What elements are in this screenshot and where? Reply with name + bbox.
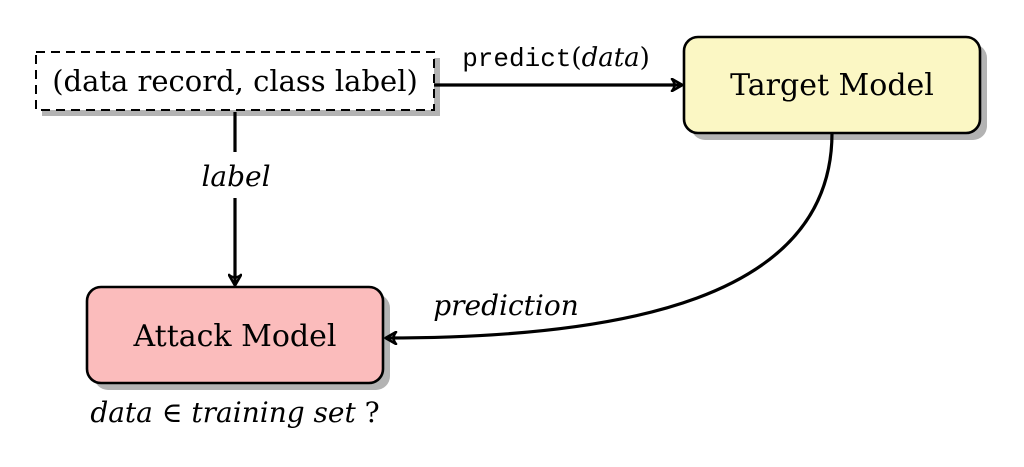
question-data: data xyxy=(90,396,153,429)
attack-model-label: Attack Model xyxy=(133,319,337,354)
predict-argument: data xyxy=(582,43,640,73)
input-node-box xyxy=(35,51,435,111)
attack-model-box xyxy=(85,285,385,385)
predict-function-name: predict xyxy=(462,44,571,74)
attack-model-node: Attack Model xyxy=(85,285,390,390)
prediction-edge xyxy=(386,132,834,338)
element-of-symbol: ∈ xyxy=(162,396,183,429)
predict-edge-label: predict(data) xyxy=(462,43,650,74)
question-mark: ? xyxy=(365,396,380,429)
target-model-node: Target Model xyxy=(682,35,987,140)
question-training-set: training set xyxy=(191,396,356,429)
input-node-label: (data record, class label) xyxy=(52,64,418,98)
predict-paren-close: ) xyxy=(640,43,650,73)
label-edge-label: label xyxy=(201,160,270,193)
predict-paren-open: ( xyxy=(571,43,581,73)
input-node: (data record, class label) xyxy=(35,51,440,116)
prediction-edge-label: prediction xyxy=(433,289,579,322)
membership-question: data ∈ training set ? xyxy=(90,396,379,429)
target-model-label: Target Model xyxy=(730,68,934,103)
